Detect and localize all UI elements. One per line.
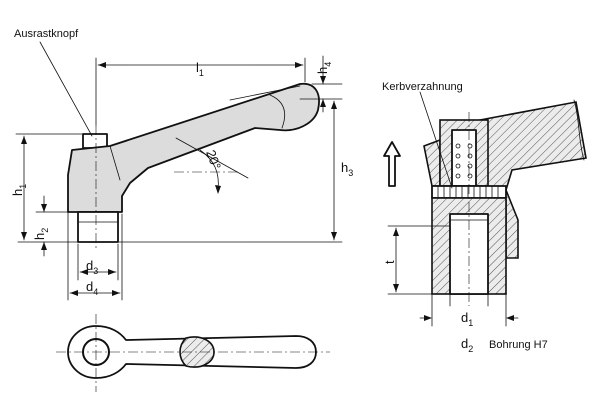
label-detent-knob: Ausrastknopf: [14, 28, 79, 40]
dim-h3: h3: [341, 160, 353, 178]
threaded-stud: [77, 211, 119, 243]
dim-h2: h2: [32, 228, 50, 240]
section-hub-left: [423, 138, 441, 187]
dim-h1: h1: [10, 184, 28, 196]
label-serration: Kerbverzahnung: [382, 81, 463, 93]
dim-t: t: [382, 260, 397, 264]
label-angle: 20°: [203, 148, 224, 172]
dim-d3: d3: [86, 258, 98, 276]
spring: [455, 143, 473, 179]
dim-d1: d1: [461, 310, 473, 328]
dim-h4: h4: [315, 62, 333, 74]
dim-d4: d4: [86, 279, 98, 297]
dim-d2: d2: [461, 336, 473, 354]
up-arrow-icon: [383, 141, 401, 187]
section-view: [383, 91, 587, 327]
side-view: [15, 41, 343, 301]
dim-l1: l1: [196, 60, 204, 78]
top-view: [56, 314, 330, 392]
label-bore: Bohrung H7: [489, 339, 548, 351]
